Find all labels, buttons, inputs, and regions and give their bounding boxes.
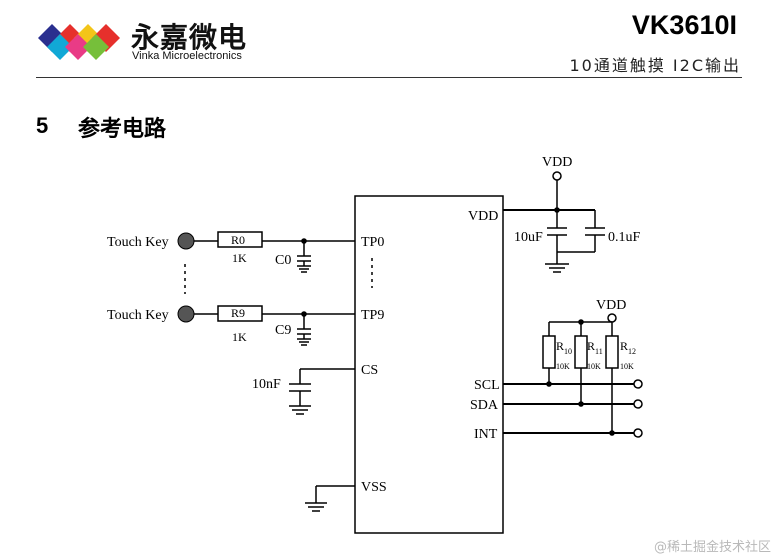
pin-tp9-label: TP9 xyxy=(361,308,384,323)
touch-pad-1-icon xyxy=(177,232,195,250)
part-number: VK3610I xyxy=(631,10,737,40)
ic-body xyxy=(354,195,504,534)
pin-int-label: INT xyxy=(474,427,498,442)
r10-value: 10K xyxy=(556,362,570,371)
pin-vdd-label: VDD xyxy=(468,209,498,224)
section-number: 5 xyxy=(36,113,49,138)
r0-label: R0 xyxy=(231,233,245,247)
cap-01uf-label: 0.1uF xyxy=(608,230,641,245)
r0-value: 1K xyxy=(232,251,247,265)
vdd-pullup-label: VDD xyxy=(596,298,626,313)
cs-cap-label: 10nF xyxy=(252,377,281,392)
r9-label: R9 xyxy=(231,306,245,320)
pin-vss-label: VSS xyxy=(361,480,387,495)
r12-value: 10K xyxy=(620,362,634,371)
c9-label: C9 xyxy=(275,323,291,338)
r10-label: R10 xyxy=(556,339,572,356)
header-divider xyxy=(36,77,742,78)
touch-pad-2-icon xyxy=(177,305,195,323)
touch-key-2-label: Touch Key xyxy=(107,308,169,323)
pin-scl-label: SCL xyxy=(474,378,500,393)
watermark: @稀土掘金技术社区 xyxy=(653,540,771,555)
r9-value: 1K xyxy=(232,330,247,344)
r12-label: R12 xyxy=(620,339,636,356)
part-subtitle: 10通道触摸 I2C输出 xyxy=(569,56,741,75)
r11-label: R11 xyxy=(587,339,603,356)
touch-key-1-label: Touch Key xyxy=(107,235,169,250)
vinka-logo: 永嘉微电 Vinka Microelectronics xyxy=(38,14,248,66)
logo-english-name: Vinka Microelectronics xyxy=(132,50,242,62)
c0-label: C0 xyxy=(275,253,291,268)
vdd-supply-label: VDD xyxy=(542,155,572,170)
cap-10uf-label: 10uF xyxy=(514,230,543,245)
pin-sda-label: SDA xyxy=(470,398,499,413)
logo-chinese-name: 永嘉微电 xyxy=(131,21,248,54)
junction-dots xyxy=(301,207,615,436)
r11-value: 10K xyxy=(587,362,601,371)
schematic-wires xyxy=(184,171,643,534)
pin-cs-label: CS xyxy=(361,363,378,378)
pin-tp0-label: TP0 xyxy=(361,235,384,250)
section-title: 参考电路 xyxy=(78,117,167,142)
logo-diamonds-icon xyxy=(38,24,120,60)
